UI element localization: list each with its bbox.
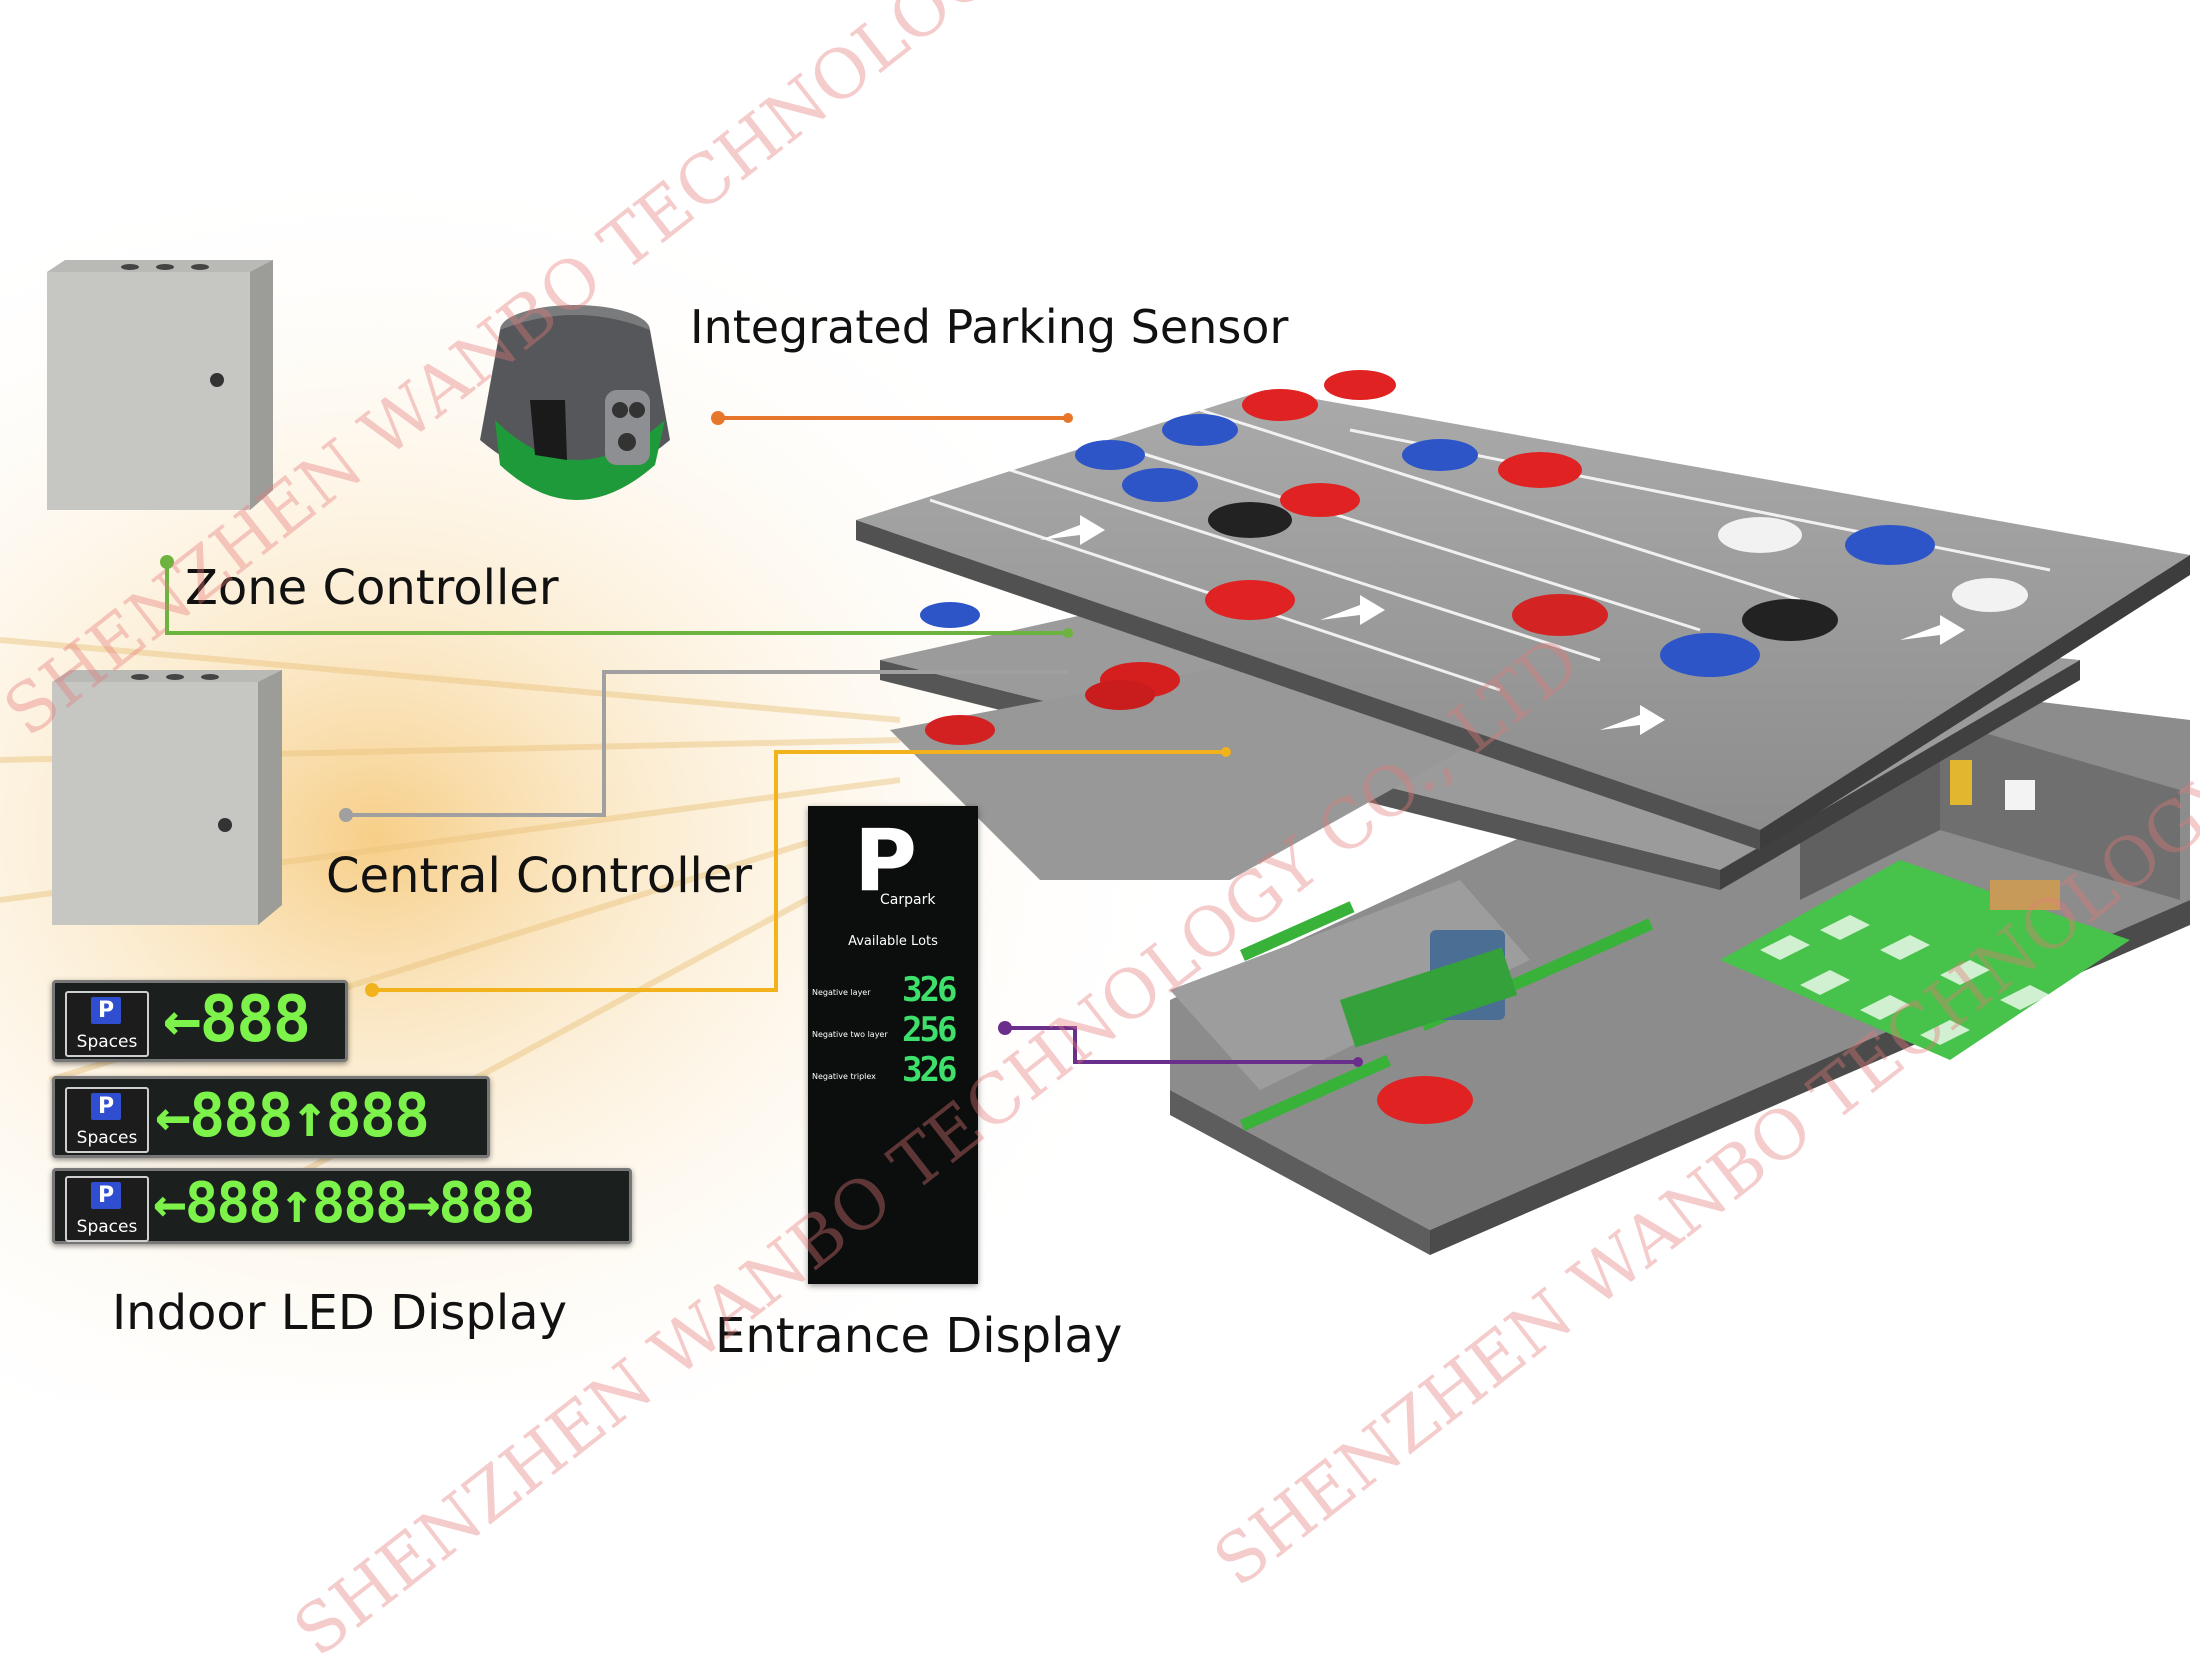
entrance-display-label: Entrance Display [715,1308,1123,1364]
zone-connector [160,555,1073,638]
entrance-p-letter: P [854,811,918,911]
sensor-connector [711,411,1073,425]
sensor-label: Integrated Parking Sensor [690,300,1289,354]
parking-badge: P Spaces [65,1176,149,1242]
parking-sensor-device [480,305,670,500]
zone-controller-label: Zone Controller [185,560,559,616]
parking-badge: P Spaces [65,991,149,1057]
spaces-text: Spaces [76,1217,138,1237]
spaces-text: Spaces [76,1032,138,1052]
indoor-display-connector [365,747,1231,997]
parking-badge: P Spaces [65,1087,149,1153]
entrance-display-connector [998,1021,1363,1067]
led-sign-single: P Spaces ←888 [52,980,348,1062]
entrance-row-value: 326 [902,970,957,1010]
entrance-row-label: Negative two layer [812,1030,888,1039]
parking-p-icon: P [91,997,121,1024]
entrance-display-panel: P Carpark Available Lots Negative layer … [808,806,978,1284]
spaces-text: Spaces [76,1128,138,1148]
entrance-row-label: Negative layer [812,988,871,997]
entrance-row-value: 256 [902,1010,957,1050]
led-sign-triple: P Spaces ←888↑888→888 [52,1168,632,1244]
parking-p-icon: P [91,1093,121,1120]
led-count: ←888 [163,983,311,1057]
indoor-led-label: Indoor LED Display [112,1285,567,1341]
led-sign-double: P Spaces ←888↑888 [52,1076,490,1158]
central-connector [339,670,1068,822]
led-count: ←888↑888 [155,1081,430,1151]
parking-p-icon: P [91,1182,121,1209]
entrance-subtitle: Carpark [880,892,936,908]
entrance-row-value: 326 [902,1050,957,1090]
entrance-heading: Available Lots [848,934,938,949]
zone-controller-cabinet [47,260,273,510]
entrance-row-label: Negative triplex [812,1072,876,1081]
central-controller-label: Central Controller [326,848,753,904]
central-controller-cabinet [52,670,282,925]
led-count: ←888↑888→888 [153,1171,536,1236]
